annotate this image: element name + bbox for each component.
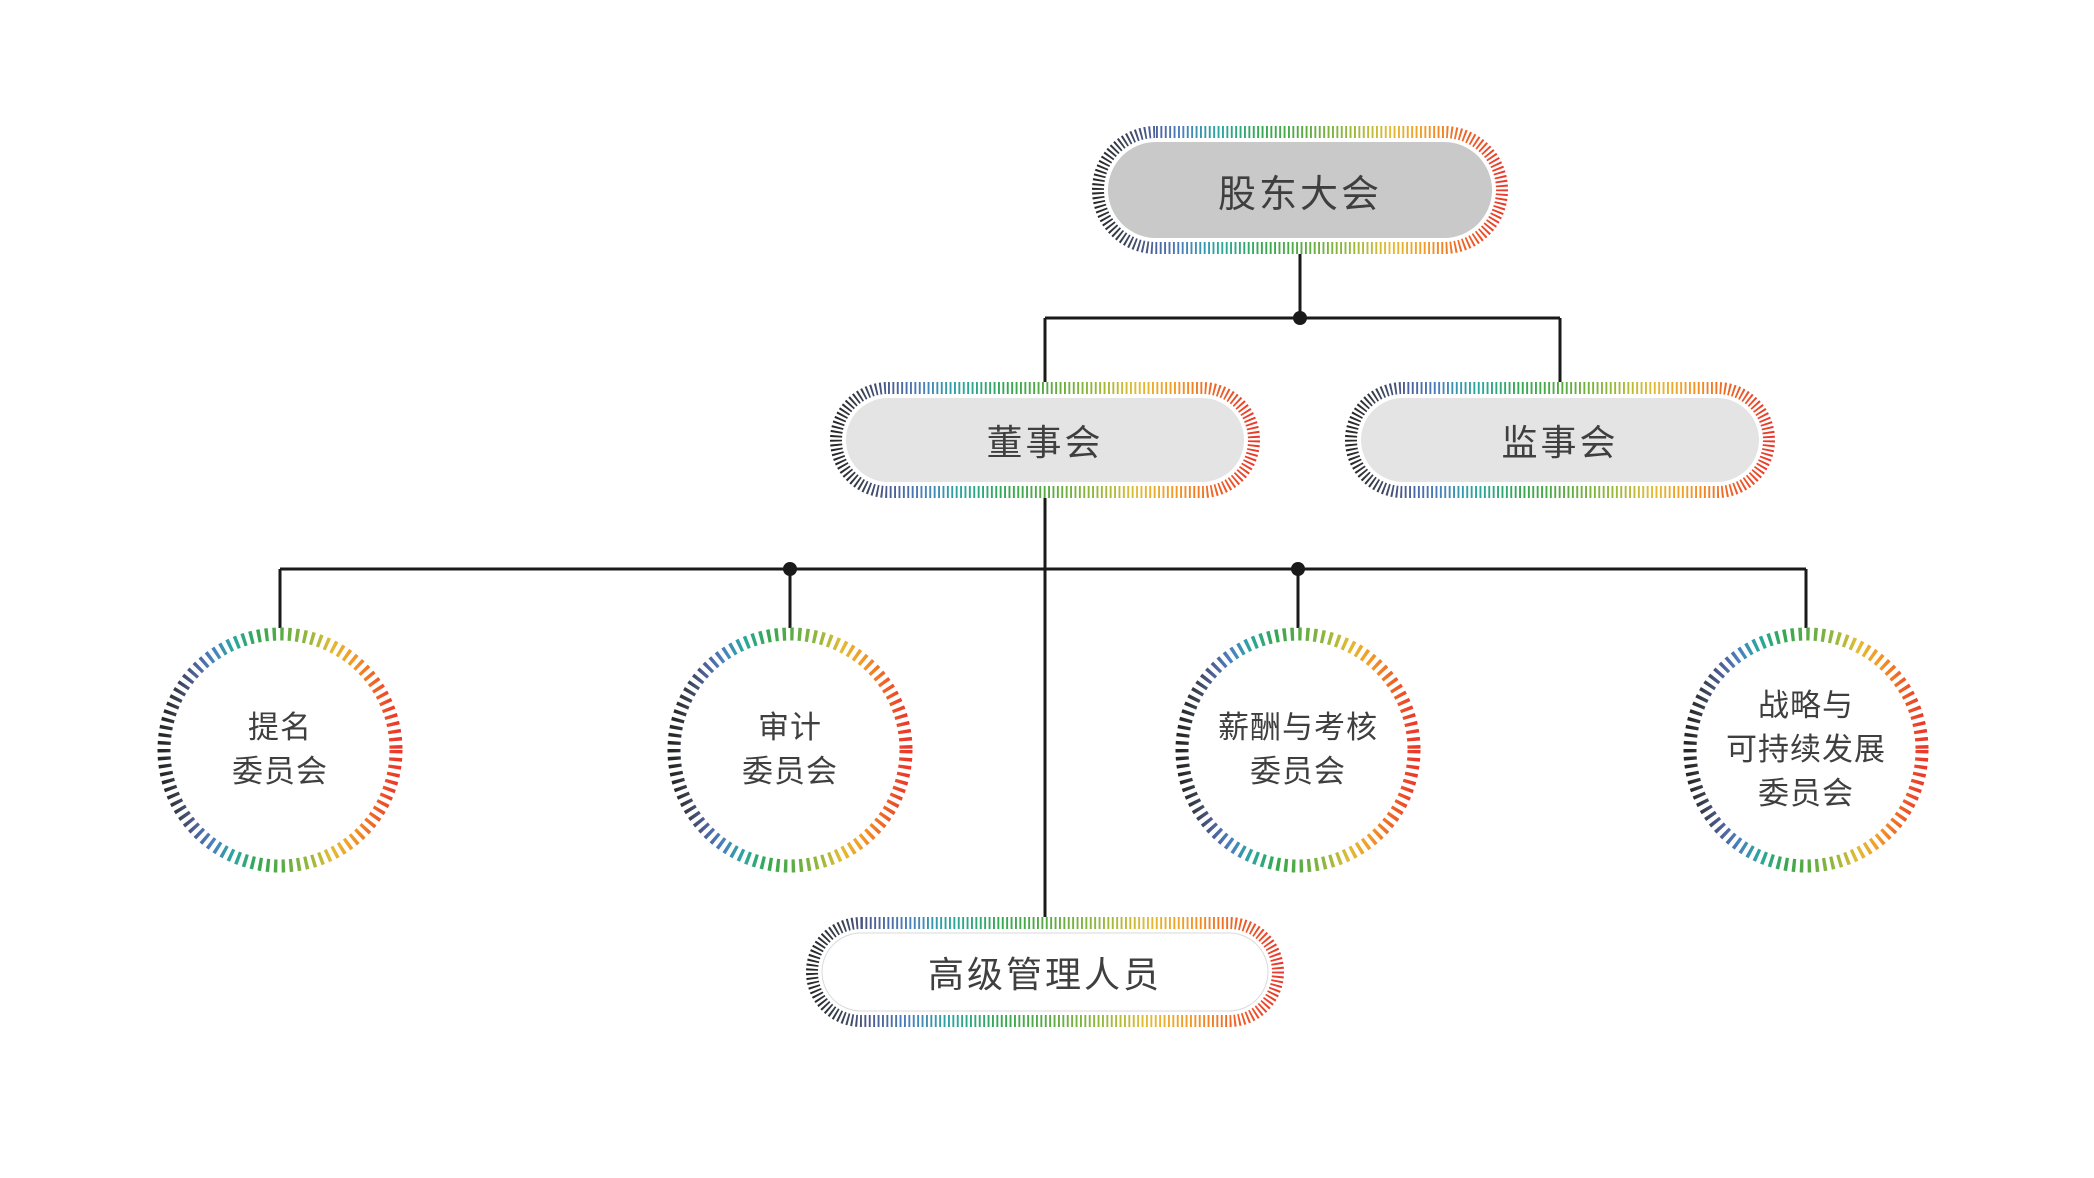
node-nomination-committee: 提名 委员会 [150, 620, 410, 880]
circle-fill [1696, 640, 1916, 860]
tick-ring [1345, 382, 1775, 498]
label-line: 战略与 [1758, 688, 1854, 723]
node-label: 战略与 可持续发展 委员会 [1676, 620, 1936, 880]
tick-ring [1683, 627, 1929, 873]
node-label: 高级管理人员 [927, 954, 1162, 995]
node-shareholders-meeting: 股东大会 [1088, 122, 1512, 258]
node-label: 董事会 [986, 422, 1104, 463]
shareholders-pill-shape [1092, 126, 1508, 254]
junction-dot [1291, 562, 1305, 576]
tick-ring [1092, 126, 1508, 254]
junction-dot [783, 562, 797, 576]
audit-circle-shape [667, 627, 913, 873]
circle-fill [170, 640, 390, 860]
node-senior-management: 高级管理人员 [802, 913, 1288, 1031]
node-audit-committee: 审计 委员会 [660, 620, 920, 880]
node-label: 监事会 [1501, 422, 1619, 463]
node-label: 股东大会 [1217, 173, 1382, 216]
tick-ring [830, 382, 1260, 498]
node-board-of-directors: 董事会 [826, 378, 1264, 502]
tick-ring [667, 627, 913, 873]
circle-fill [1188, 640, 1408, 860]
senior-pill-shape [806, 917, 1284, 1027]
node-label: 提名 委员会 [150, 620, 410, 880]
node-label: 审计 委员会 [660, 620, 920, 880]
label-line: 可持续发展 [1726, 732, 1886, 767]
pill-fill [846, 398, 1244, 482]
label-line: 委员会 [232, 754, 328, 789]
board-pill-shape [830, 382, 1260, 498]
label-line: 委员会 [742, 754, 838, 789]
pill-fill [821, 932, 1269, 1012]
node-board-of-supervisors: 监事会 [1341, 378, 1779, 502]
remuneration-circle-shape [1175, 627, 1421, 873]
nomination-circle-shape [157, 627, 403, 873]
pill-fill [1361, 398, 1759, 482]
tick-ring [157, 627, 403, 873]
pill-fill [1108, 142, 1492, 238]
label-line: 提名 [248, 710, 312, 745]
node-remuneration-appraisal-committee: 薪酬与考核 委员会 [1168, 620, 1428, 880]
supervisors-pill-shape [1345, 382, 1775, 498]
tick-ring [806, 917, 1284, 1027]
label-line: 薪酬与考核 [1218, 710, 1378, 745]
node-strategy-sustainability-committee: 战略与 可持续发展 委员会 [1676, 620, 1936, 880]
label-line: 委员会 [1758, 776, 1854, 811]
node-label: 薪酬与考核 委员会 [1168, 620, 1428, 880]
label-line: 委员会 [1250, 754, 1346, 789]
label-line: 审计 [758, 710, 822, 745]
circle-fill [680, 640, 900, 860]
tick-ring [1175, 627, 1421, 873]
junction-dot [1293, 311, 1307, 325]
strategy-circle-shape [1683, 627, 1929, 873]
